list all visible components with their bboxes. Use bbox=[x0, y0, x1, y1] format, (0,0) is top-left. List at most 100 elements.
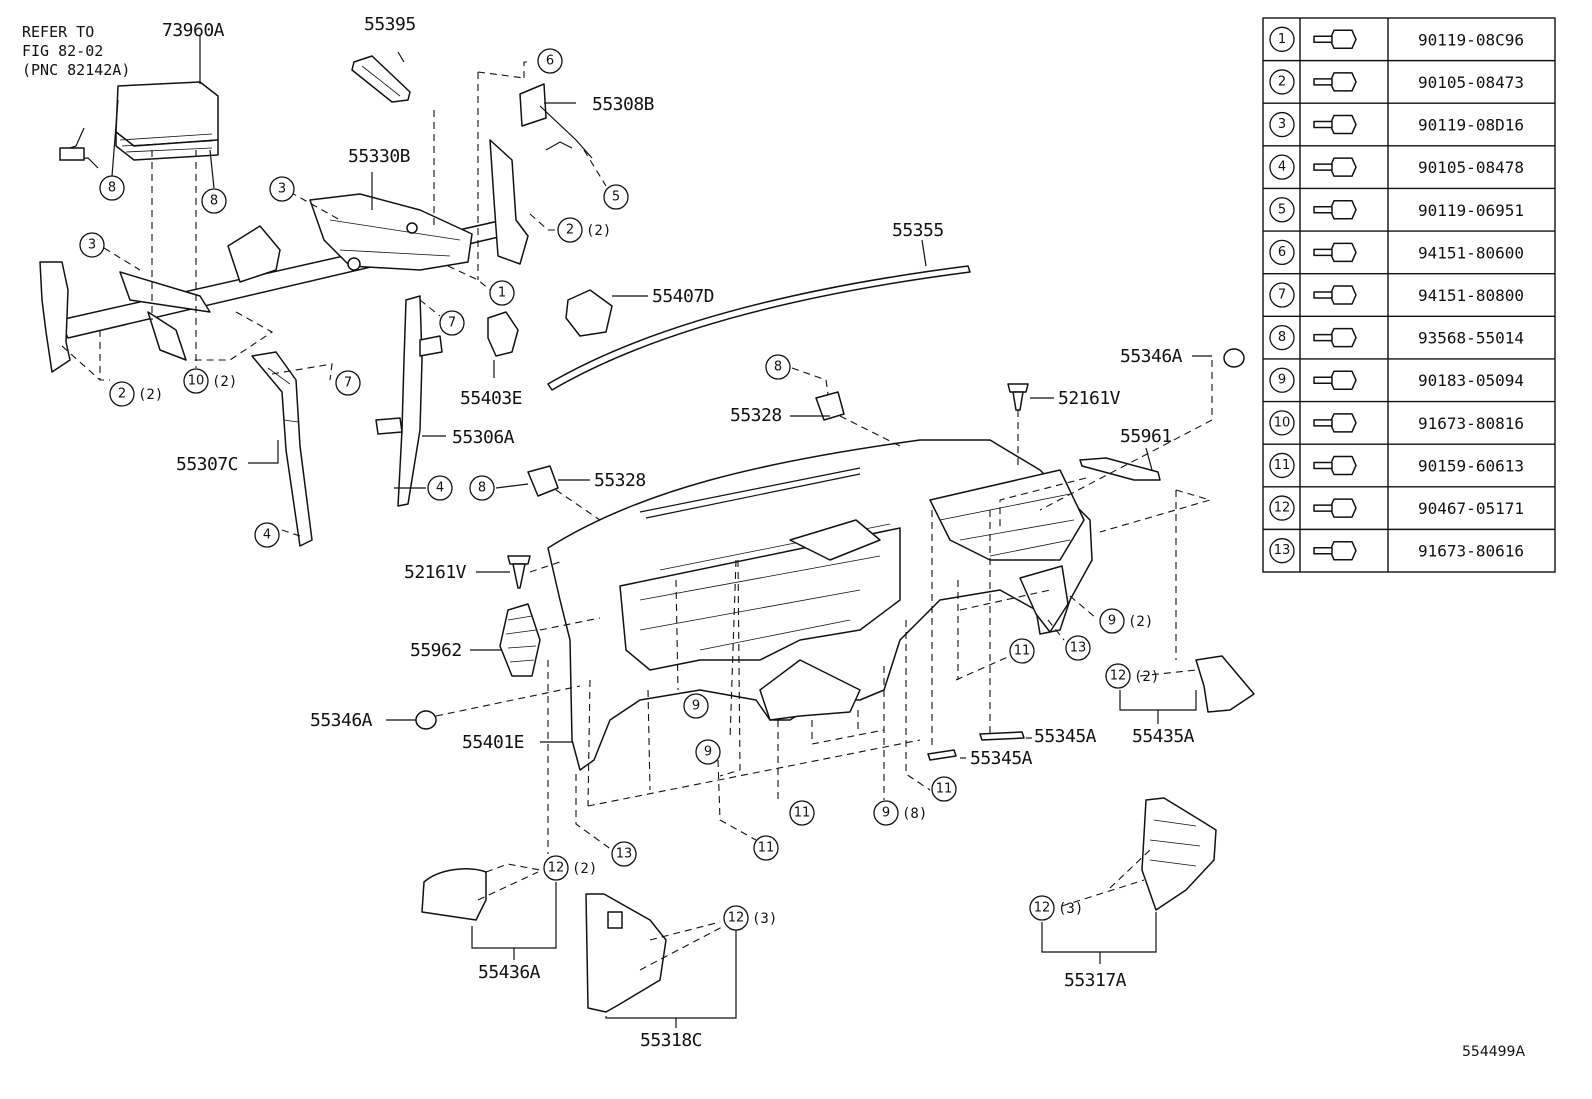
svg-text:7: 7 bbox=[448, 316, 456, 331]
fastener-number-circle bbox=[1269, 538, 1295, 564]
reinforcement-55330b-drawing bbox=[39, 139, 529, 373]
fastener-number-circle bbox=[1269, 69, 1295, 95]
label-55346a-left: 55346A bbox=[310, 710, 373, 731]
fastener-number: 4 bbox=[1278, 160, 1286, 175]
cover-55436a-drawing bbox=[421, 868, 487, 921]
svg-text:6: 6 bbox=[546, 54, 554, 69]
callout-5: 5 bbox=[603, 184, 629, 210]
bolt-icon bbox=[1313, 72, 1357, 92]
label-55395: 55395 bbox=[364, 14, 416, 35]
brace-55306a-drawing bbox=[375, 295, 443, 507]
bolt-icon bbox=[1313, 413, 1357, 433]
quantity-9a: (2) bbox=[1128, 614, 1153, 630]
svg-text:12: 12 bbox=[1034, 901, 1051, 916]
fastener-number: 13 bbox=[1274, 543, 1291, 558]
clip-55328-top-drawing bbox=[815, 391, 845, 421]
strip-55961-drawing bbox=[1079, 457, 1161, 481]
label-52161v-left: 52161V bbox=[404, 562, 467, 583]
fastener-number: 12 bbox=[1274, 501, 1291, 516]
brace-55308b-drawing bbox=[519, 83, 593, 159]
fastener-number-circle bbox=[1269, 495, 1295, 521]
svg-text:4: 4 bbox=[436, 481, 444, 496]
svg-text:3: 3 bbox=[88, 238, 96, 253]
bolt-icon bbox=[1313, 200, 1357, 220]
fastener-number-circle bbox=[1269, 452, 1295, 479]
fastener-number: 10 bbox=[1274, 415, 1291, 430]
callout-2b: 2 bbox=[109, 381, 135, 407]
svg-text:11: 11 bbox=[794, 806, 811, 821]
fastener-number-circle bbox=[1269, 367, 1295, 393]
fastener-part-number: 90119-08D16 bbox=[1418, 116, 1524, 135]
fastener-number-circle bbox=[1269, 197, 1295, 223]
svg-text:9: 9 bbox=[692, 699, 700, 714]
duct-55407d-drawing bbox=[565, 289, 613, 337]
fastener-number-circle bbox=[1269, 154, 1295, 180]
panel-55318c-drawing bbox=[585, 893, 667, 1013]
bolt-icon bbox=[1313, 327, 1357, 348]
callout-9d: 9 bbox=[873, 800, 899, 826]
label-55435a: 55435A bbox=[1132, 726, 1195, 747]
callout-3b: 3 bbox=[79, 232, 105, 258]
label-55318c: 55318C bbox=[640, 1030, 702, 1051]
svg-text:9: 9 bbox=[704, 745, 712, 760]
plug-55346a-left-drawing bbox=[415, 710, 437, 730]
svg-text:2: 2 bbox=[566, 223, 574, 238]
callout-11b: 11 bbox=[931, 776, 957, 802]
callout-8b: 8 bbox=[201, 188, 227, 214]
svg-text:4: 4 bbox=[263, 528, 271, 543]
quantity-12b: (2) bbox=[572, 861, 597, 877]
reference-note: REFER TO FIG 82-02 (PNC 82142A) bbox=[22, 23, 130, 79]
defroster-strip-55355-drawing bbox=[547, 265, 971, 391]
callout-11a: 11 bbox=[1009, 638, 1035, 664]
svg-text:5: 5 bbox=[612, 190, 620, 205]
brace-55307c-drawing bbox=[251, 351, 313, 547]
label-55346a-top: 55346A bbox=[1120, 346, 1183, 367]
svg-text:11: 11 bbox=[758, 841, 775, 856]
callout-12a: 12 bbox=[1105, 663, 1131, 689]
bolt-icon bbox=[1313, 370, 1357, 390]
callout-9c: 9 bbox=[695, 739, 721, 765]
label-55355: 55355 bbox=[892, 220, 944, 241]
callout-8d: 8 bbox=[765, 354, 791, 380]
callout-4a: 4 bbox=[427, 475, 453, 501]
leader-lines bbox=[61, 36, 1213, 1028]
label-55328-mid: 55328 bbox=[594, 470, 646, 491]
part-drawings bbox=[39, 55, 1255, 1013]
callout-8c: 8 bbox=[469, 475, 495, 501]
svg-text:8: 8 bbox=[774, 360, 782, 375]
callout-8a: 8 bbox=[99, 175, 125, 201]
svg-text:12: 12 bbox=[1110, 669, 1127, 684]
fastener-part-number: 94151-80600 bbox=[1418, 243, 1524, 262]
label-55306a: 55306A bbox=[452, 427, 515, 448]
quantity-2b: (2) bbox=[138, 387, 163, 403]
callout-13a: 13 bbox=[1065, 635, 1091, 661]
svg-text:9: 9 bbox=[882, 806, 890, 821]
fastener-number: 2 bbox=[1278, 74, 1286, 89]
bolt-icon bbox=[1313, 498, 1357, 518]
callout-9a: 9 bbox=[1099, 608, 1125, 634]
svg-text:8: 8 bbox=[478, 481, 486, 496]
label-55403e: 55403E bbox=[460, 388, 522, 409]
reference-note-line-2: FIG 82-02 bbox=[22, 42, 103, 60]
label-73960a: 73960A bbox=[162, 20, 225, 41]
svg-text:7: 7 bbox=[344, 376, 352, 391]
callout-10: 10 bbox=[183, 368, 209, 394]
fastener-part-number: 90105-08478 bbox=[1418, 158, 1524, 177]
callout-11c: 11 bbox=[789, 800, 815, 826]
callout-9b: 9 bbox=[683, 693, 709, 719]
quantity-12c: (3) bbox=[752, 911, 777, 927]
bolt-icon bbox=[1313, 29, 1357, 50]
clip-55345a-b-drawing bbox=[927, 749, 957, 761]
clip-55328-mid-drawing bbox=[527, 465, 559, 497]
fastener-number: 3 bbox=[1278, 117, 1286, 132]
clip-52161v-top-drawing bbox=[1007, 383, 1029, 411]
bolt-icon bbox=[1313, 285, 1357, 305]
fastener-number-circle bbox=[1269, 239, 1295, 266]
label-55330b: 55330B bbox=[348, 146, 410, 167]
